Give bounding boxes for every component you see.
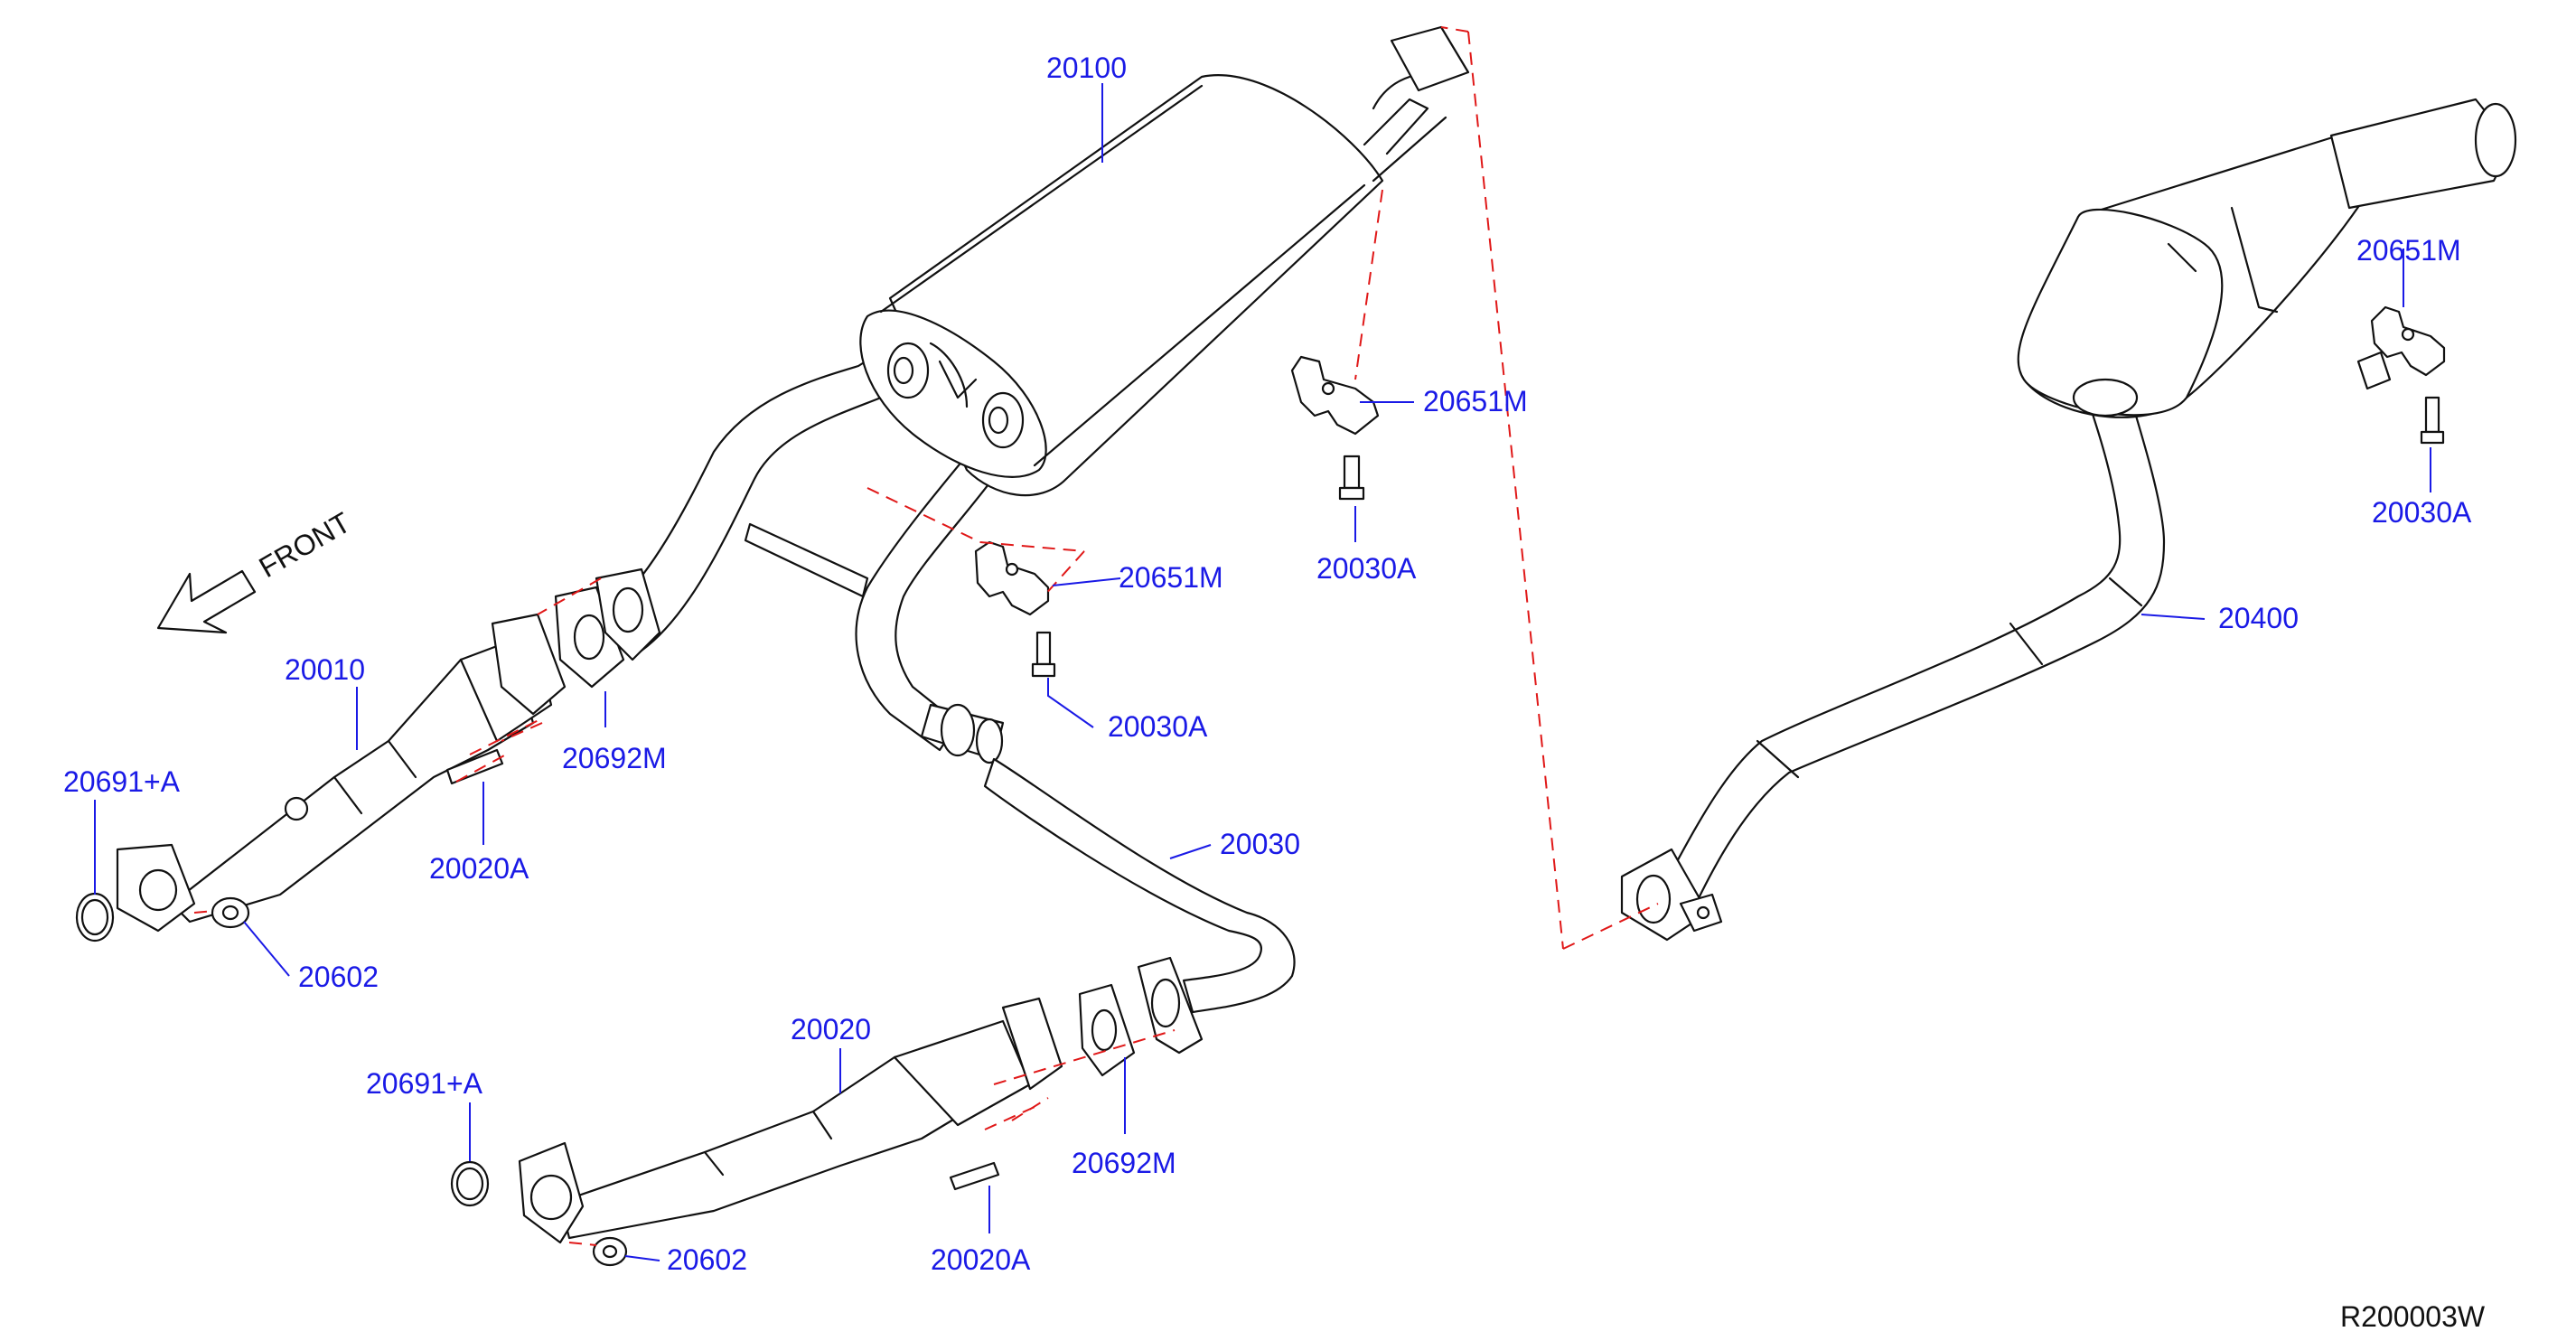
tail-pipe	[1652, 387, 2166, 919]
catalytic-converter-upper	[116, 631, 553, 933]
main-muffler	[859, 74, 1384, 497]
alignment-dashes	[193, 26, 1659, 1246]
gasket-ring-lower	[450, 1160, 490, 1207]
rear-muffler	[2017, 125, 2396, 418]
label-20691A-upper: 20691+A	[63, 765, 181, 798]
tail-pipe-flange	[1620, 848, 1723, 942]
label-20100: 20100	[1046, 52, 1127, 84]
bolt-right	[2420, 396, 2445, 445]
hanger-bracket-upper	[1290, 355, 1380, 436]
pipe-lower-to-muffler	[855, 432, 1014, 752]
label-20602-upper: 20602	[298, 961, 379, 993]
label-20030: 20030	[1220, 828, 1300, 860]
label-20651M-lower: 20651M	[1119, 561, 1223, 594]
label-20010: 20010	[285, 653, 365, 686]
leader-lines	[94, 83, 2431, 1261]
catalytic-converter-lower	[518, 997, 1063, 1244]
label-20651M-upper: 20651M	[1423, 385, 1528, 417]
cross-bar	[744, 522, 869, 598]
label-20651M-right: 20651M	[2356, 234, 2461, 267]
hanger-bracket-right	[2370, 305, 2446, 377]
bolt-lower	[1031, 631, 1056, 678]
muffler-hanger-rod	[1363, 25, 1470, 183]
stud-lower	[949, 1161, 1000, 1191]
gasket-ring-upper	[75, 892, 115, 942]
hanger-bracket-lower	[974, 540, 1050, 616]
gasket-upper	[491, 567, 661, 716]
center-pipe-flange	[1137, 956, 1204, 1055]
pipe-clamp	[920, 703, 1005, 764]
rear-muffler-outlet	[2329, 98, 2517, 210]
label-20020A-upper: 20020A	[429, 852, 529, 885]
stud-upper	[445, 748, 504, 785]
label-20691A-lower: 20691+A	[366, 1067, 483, 1100]
label-20030A-upper: 20030A	[1316, 552, 1417, 585]
label-20030A-right: 20030A	[2372, 496, 2472, 529]
gasket-lower	[1078, 983, 1136, 1077]
center-pipe	[983, 757, 1296, 1014]
label-20030A-lower: 20030A	[1108, 710, 1208, 743]
bolt-upper	[1338, 455, 1365, 501]
front-arrow-icon	[156, 569, 257, 634]
nut-upper	[211, 896, 250, 929]
label-20020A-lower: 20020A	[931, 1243, 1031, 1276]
label-20400: 20400	[2218, 602, 2299, 634]
label-20020: 20020	[791, 1013, 871, 1046]
label-20692M-lower: 20692M	[1072, 1147, 1176, 1179]
label-20602-lower: 20602	[667, 1243, 747, 1276]
reference-code: R200003W	[2340, 1300, 2486, 1333]
label-20692M-upper: 20692M	[562, 742, 667, 774]
nut-lower	[592, 1236, 628, 1267]
front-label: FRONT	[254, 506, 356, 584]
